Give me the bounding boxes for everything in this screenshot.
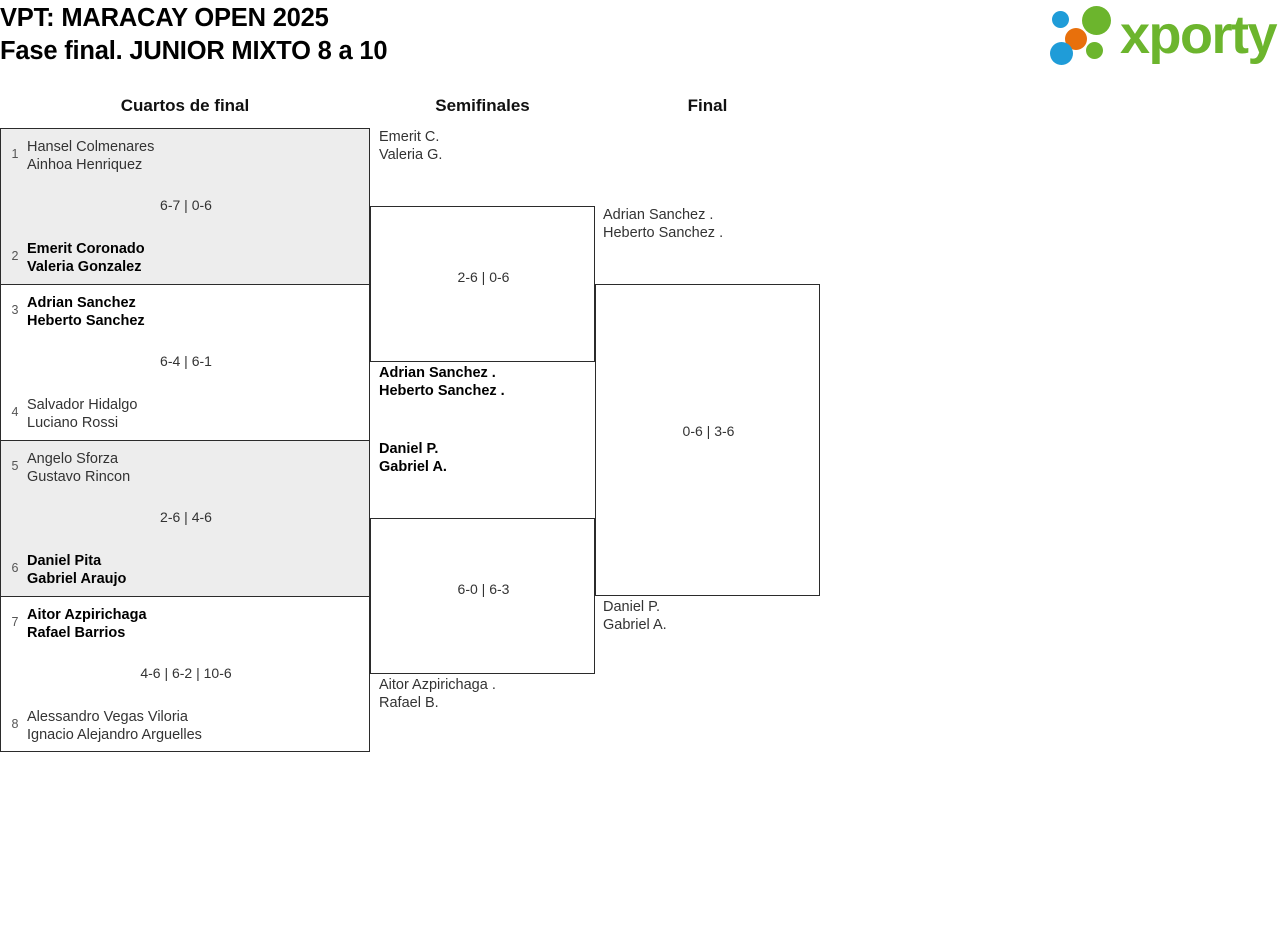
page-header: VPT: MARACAY OPEN 2025 Fase final. JUNIO… <box>0 0 1280 88</box>
page-title: VPT: MARACAY OPEN 2025 Fase final. JUNIO… <box>0 4 388 65</box>
logo-dots <box>1050 4 1128 68</box>
match-qf-4[interactable]: 7 Aitor Azpirichaga Rafael Barrios 4-6 |… <box>0 596 370 752</box>
team-bottom: Daniel P. Gabriel A. <box>603 599 667 633</box>
seed-number: 7 <box>11 615 19 629</box>
seed-number: 4 <box>11 405 19 419</box>
team-top: Aitor Azpirichaga Rafael Barrios <box>27 607 147 641</box>
seed-number: 2 <box>11 249 19 263</box>
team-top: Hansel Colmenares Ainhoa Henriquez <box>27 139 155 173</box>
team-bottom: Emerit Coronado Valeria Gonzalez <box>27 241 145 275</box>
team-bottom: Aitor Azpirichaga . Rafael B. <box>379 677 496 711</box>
team-top: Angelo Sforza Gustavo Rincon <box>27 451 131 485</box>
team-bottom: Salvador Hidalgo Luciano Rossi <box>27 397 138 431</box>
match-sf-1[interactable]: Emerit C. Valeria G. 2-6 | 0-6 Adrian Sa… <box>370 129 595 399</box>
round-header-quarterfinals: Cuartos de final <box>120 96 250 115</box>
logo-wordmark: xporty <box>1120 5 1278 65</box>
round-header-final: Final <box>687 96 728 115</box>
match-score: 6-7 | 0-6 <box>160 197 212 213</box>
team-top: Adrian Sanchez . Heberto Sanchez . <box>603 207 724 241</box>
seed-number: 5 <box>11 459 19 473</box>
match-qf-2[interactable]: 3 Adrian Sanchez Heberto Sanchez 6-4 | 6… <box>0 284 370 440</box>
team-bottom: Alessandro Vegas Viloria Ignacio Alejand… <box>27 709 202 743</box>
team-top: Adrian Sanchez Heberto Sanchez <box>27 295 145 329</box>
match-score: 2-6 | 4-6 <box>160 509 212 525</box>
round-header-semifinals: Semifinales <box>435 96 530 115</box>
match-qf-3[interactable]: 5 Angelo Sforza Gustavo Rincon 2-6 | 4-6… <box>0 440 370 596</box>
tournament-bracket: 1 Hansel Colmenares Ainhoa Henriquez 6-7… <box>0 128 1280 828</box>
logo-dot-orange <box>1065 28 1087 50</box>
match-sf-2[interactable]: Daniel P. Gabriel A. 6-0 | 6-3 Aitor Azp… <box>370 441 595 711</box>
match-qf-1[interactable]: 1 Hansel Colmenares Ainhoa Henriquez 6-7… <box>0 128 370 284</box>
logo-dot-blue-small <box>1052 11 1069 28</box>
xporty-logo: xporty <box>1050 4 1278 68</box>
logo-dot-green-small <box>1086 42 1103 59</box>
seed-number: 8 <box>11 717 19 731</box>
match-score: 6-0 | 6-3 <box>457 581 510 597</box>
seed-number: 6 <box>11 561 19 575</box>
seed-number: 1 <box>11 147 19 161</box>
match-score: 0-6 | 3-6 <box>682 423 735 439</box>
logo-dot-green-large <box>1082 6 1111 35</box>
team-bottom: Adrian Sanchez . Heberto Sanchez . <box>379 365 505 399</box>
match-score: 2-6 | 0-6 <box>457 269 510 285</box>
match-score: 4-6 | 6-2 | 10-6 <box>140 665 232 681</box>
seed-number: 3 <box>11 303 19 317</box>
team-top: Emerit C. Valeria G. <box>379 129 443 163</box>
match-final[interactable]: Adrian Sanchez . Heberto Sanchez . 0-6 |… <box>595 207 820 633</box>
column-quarterfinals: 1 Hansel Colmenares Ainhoa Henriquez 6-7… <box>0 128 370 752</box>
team-top: Daniel P. Gabriel A. <box>379 441 447 475</box>
match-score: 6-4 | 6-1 <box>160 353 212 369</box>
team-bottom: Daniel Pita Gabriel Araujo <box>27 553 127 587</box>
logo-dot-blue-large <box>1050 42 1073 65</box>
